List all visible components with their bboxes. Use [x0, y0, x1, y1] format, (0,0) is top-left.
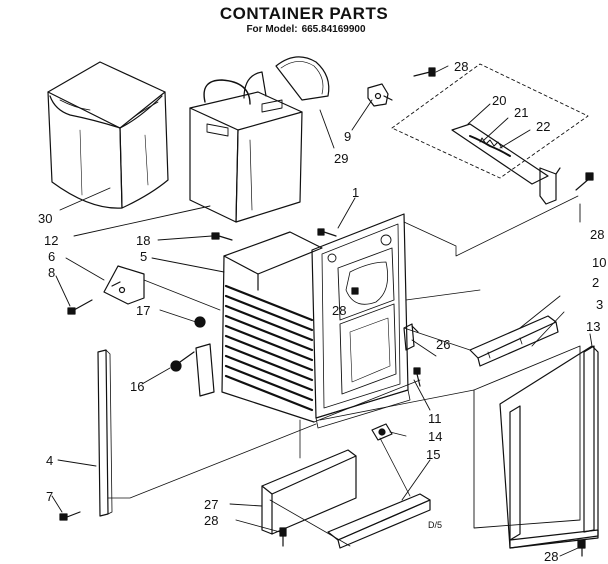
- part-30-trash-bag: [47, 61, 169, 209]
- screw-28-bottom-left: [279, 527, 287, 547]
- callout-22: 22: [536, 119, 551, 134]
- drawing-code: D/5: [428, 520, 443, 530]
- callout-13: 13: [586, 319, 601, 334]
- model-prefix: For Model:: [246, 24, 298, 35]
- callout-2: 2: [592, 275, 600, 290]
- callout-leaders: [51, 65, 593, 557]
- callout-12: 12: [44, 233, 59, 248]
- callout-27-label: 27: [204, 497, 219, 512]
- callout-28-bottom-left: 28: [204, 513, 219, 528]
- callout-3: 3: [596, 297, 604, 312]
- diagram-title: CONTAINER PARTS: [219, 4, 389, 23]
- callout-5: 5: [140, 249, 148, 264]
- callout-11: 11: [428, 411, 442, 426]
- callout-15: 15: [426, 447, 441, 462]
- callout-26: 26: [436, 337, 451, 352]
- model-number: 665.84169900: [301, 24, 366, 35]
- part-10-plate-outline: [391, 63, 589, 179]
- callout-9: 9: [344, 129, 352, 144]
- screw-28-right: [575, 172, 594, 191]
- callout-17: 17: [136, 303, 151, 318]
- left-rail-bracket: [195, 343, 215, 397]
- part-4-side-rail: [97, 349, 113, 517]
- part-17-nut: [194, 316, 206, 328]
- callout-16: 16: [130, 379, 145, 394]
- callout-20: 20: [492, 93, 507, 108]
- part-2-rail: [469, 315, 559, 367]
- callout-29: 29: [334, 151, 349, 166]
- part-26-clip: [403, 323, 419, 351]
- callout-7: 7: [46, 489, 54, 504]
- callout-28-center: 28: [332, 303, 347, 318]
- part-11-screw: [413, 367, 421, 387]
- callout-21: 21: [514, 105, 529, 120]
- assembly-guide-lines: [107, 195, 579, 547]
- callout-10: 10: [592, 255, 607, 270]
- part-12-bag-caddy: [189, 71, 303, 223]
- screw-8: [67, 299, 93, 315]
- part-1-back-frame: [311, 213, 411, 429]
- screw-28-top: [413, 67, 436, 77]
- callout-28: 28: [454, 59, 469, 74]
- screw-28-center: [351, 287, 359, 295]
- part-5-container: [221, 231, 323, 423]
- screw-28-bottom-right: [577, 539, 586, 557]
- callout-6: 6: [48, 249, 56, 264]
- part-13-door-frame: [499, 345, 599, 549]
- screw-7: [59, 511, 81, 521]
- callout-18: 18: [136, 233, 151, 248]
- part-14-knob: [371, 423, 393, 441]
- part-27-bracket: [261, 449, 357, 535]
- callout-4: 4: [46, 453, 54, 468]
- model-line: For Model:665.84169900: [0, 24, 608, 35]
- callout-30: 30: [38, 211, 53, 226]
- callout-14: 14: [428, 429, 443, 444]
- screw-1-top: [317, 228, 337, 237]
- part-20-22-spring-assembly: [451, 123, 561, 205]
- part-29-cap: [275, 56, 330, 101]
- callout-8: 8: [48, 265, 56, 280]
- part-15-handle: [327, 493, 431, 549]
- callout-28-right: 28: [590, 227, 605, 242]
- part-6-bracket: [103, 265, 145, 305]
- part-18-screw: [211, 232, 233, 241]
- callout-28-bottom-right: 28: [544, 549, 559, 564]
- part-9-hinge: [367, 83, 393, 107]
- part-16-screw: [170, 351, 195, 372]
- callout-1: 1: [352, 185, 360, 200]
- part-3-panel: [473, 345, 581, 529]
